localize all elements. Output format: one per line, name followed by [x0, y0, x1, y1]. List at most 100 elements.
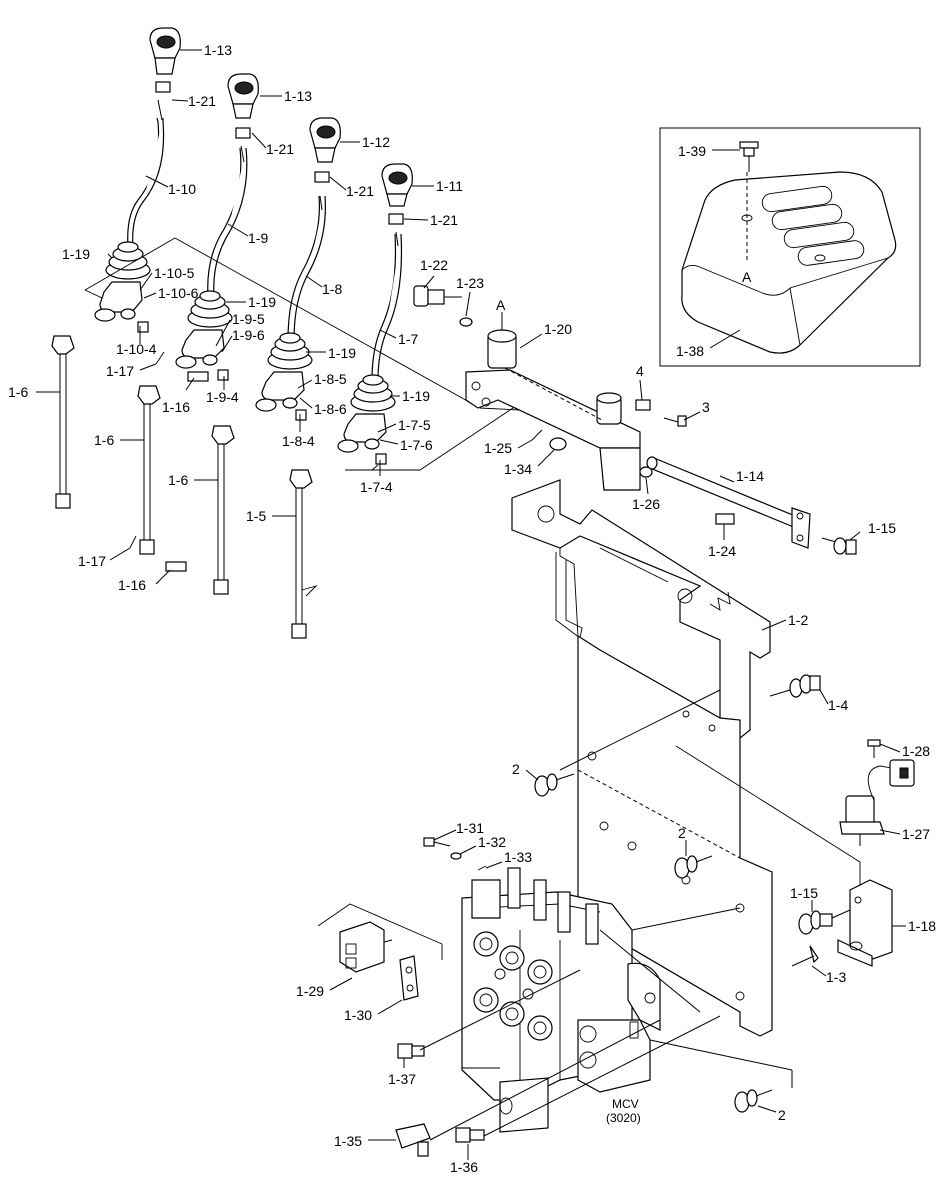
- label-1-21a: 1-21: [188, 93, 216, 109]
- solenoid-1-27-icon: [839, 739, 915, 846]
- label-1-6c: 1-6: [168, 472, 188, 488]
- knob-1-11-icon: [381, 163, 413, 207]
- label-1-17a: 1-17: [106, 363, 134, 379]
- screw-1-39-icon: [739, 141, 759, 172]
- label-1-21d: 1-21: [430, 212, 458, 228]
- label-1-10-5: 1-10-5: [154, 265, 195, 281]
- lever-bases: [94, 281, 387, 465]
- label-1-21b: 1-21: [266, 141, 294, 157]
- label-1-15a: 1-15: [868, 520, 896, 536]
- label-1-13b: 1-13: [284, 88, 312, 104]
- small-parts-mcv: [423, 837, 487, 871]
- detail-inset: 1-39 A 1-38: [659, 127, 921, 367]
- bolt-1-15b-icon: [798, 909, 851, 935]
- label-A-main: A: [496, 297, 506, 313]
- label-1-3: 1-3: [826, 969, 846, 985]
- label-1-37: 1-37: [388, 1071, 416, 1087]
- label-1-8-6: 1-8-6: [314, 401, 347, 417]
- leader-lines: [36, 49, 906, 1160]
- label-1-2: 1-2: [788, 612, 808, 628]
- label-1-19b: 1-19: [248, 294, 276, 310]
- label-1-9-4: 1-9-4: [206, 389, 239, 405]
- label-1-18: 1-18: [908, 918, 936, 934]
- label-1-7-5: 1-7-5: [398, 417, 431, 433]
- label-1-17b: 1-17: [78, 553, 106, 569]
- label-1-5: 1-5: [246, 508, 266, 524]
- rod-1-14: [646, 456, 811, 549]
- label-1-34: 1-34: [504, 461, 532, 477]
- label-1-10-6: 1-10-6: [158, 285, 199, 301]
- label-2-bottom: 2: [778, 1107, 786, 1123]
- label-1-28: 1-28: [902, 743, 930, 759]
- bolt-1-15a-icon: [821, 537, 857, 555]
- callout-labels: 1-13 1-21 1-13 1-21 1-12 1-21 1-11 1-21 …: [8, 42, 936, 1175]
- label-A-inset: A: [742, 269, 752, 285]
- linkage-rods: [51, 335, 318, 639]
- switch-1-29-icon: [317, 903, 443, 1001]
- label-1-6b: 1-6: [94, 432, 114, 448]
- label-1-19d: 1-19: [402, 388, 430, 404]
- cover-1-38: [681, 171, 897, 354]
- label-1-9-6: 1-9-6: [232, 327, 265, 343]
- lever-rods: [127, 99, 403, 381]
- label-1-39: 1-39: [678, 143, 706, 159]
- label-1-31: 1-31: [456, 820, 484, 836]
- pin-clip-icons: [129, 351, 209, 572]
- label-1-13a: 1-13: [204, 42, 232, 58]
- label-mcv-code: (3020): [606, 1111, 641, 1125]
- boot-1-19-icons: [105, 241, 396, 412]
- label-1-29: 1-29: [296, 983, 324, 999]
- label-1-8-4: 1-8-4: [282, 433, 315, 449]
- label-1-12: 1-12: [362, 134, 390, 150]
- nut-1-21-icons: [155, 81, 404, 225]
- label-1-4: 1-4: [828, 697, 848, 713]
- mcv-valve: [461, 867, 661, 1133]
- bolt-2-icons: [534, 773, 773, 1113]
- label-1-38: 1-38: [676, 343, 704, 359]
- label-3: 3: [702, 399, 710, 415]
- label-1-10: 1-10: [168, 181, 196, 197]
- label-1-9-5: 1-9-5: [232, 311, 265, 327]
- label-4-top: 4: [636, 363, 644, 379]
- label-1-19c: 1-19: [328, 345, 356, 361]
- label-1-7-6: 1-7-6: [400, 437, 433, 453]
- label-2-mid: 2: [678, 825, 686, 841]
- knob-1-13a-icon: [149, 27, 181, 75]
- label-1-6a: 1-6: [8, 384, 28, 400]
- label-1-7: 1-7: [398, 331, 418, 347]
- fitting-1-22-icon: [413, 285, 473, 327]
- label-1-21c: 1-21: [346, 183, 374, 199]
- knob-1-13b-icon: [227, 73, 259, 119]
- label-1-35: 1-35: [334, 1133, 362, 1149]
- label-1-19a: 1-19: [62, 246, 90, 262]
- label-1-26: 1-26: [632, 496, 660, 512]
- label-1-14: 1-14: [736, 468, 764, 484]
- label-1-33: 1-33: [504, 849, 532, 865]
- label-1-32: 1-32: [478, 834, 506, 850]
- label-1-22: 1-22: [420, 257, 448, 273]
- label-1-8-5: 1-8-5: [314, 371, 347, 387]
- small-parts-upper: [531, 399, 735, 525]
- label-1-30: 1-30: [344, 1007, 372, 1023]
- label-1-11: 1-11: [436, 178, 463, 194]
- label-1-8: 1-8: [322, 281, 342, 297]
- label-1-7-4: 1-7-4: [360, 479, 393, 495]
- label-mcv: MCV: [612, 1097, 639, 1111]
- bolt-1-4-icon: [769, 674, 821, 698]
- fittings-lower: [395, 1043, 485, 1157]
- label-1-9: 1-9: [248, 230, 268, 246]
- label-1-10-4: 1-10-4: [116, 341, 157, 357]
- bolt-1-3-icon: [791, 945, 819, 967]
- label-1-20: 1-20: [544, 321, 572, 337]
- label-2-left: 2: [512, 761, 520, 777]
- label-1-16b: 1-16: [118, 577, 146, 593]
- label-1-27: 1-27: [902, 826, 930, 842]
- label-1-25: 1-25: [484, 440, 512, 456]
- plate-1-2: [511, 479, 771, 739]
- knob-1-12-icon: [309, 117, 341, 163]
- bracket-1-20: [465, 329, 641, 491]
- label-1-23: 1-23: [456, 275, 484, 291]
- label-1-16a: 1-16: [162, 399, 190, 415]
- bracket-1-18: [837, 879, 893, 967]
